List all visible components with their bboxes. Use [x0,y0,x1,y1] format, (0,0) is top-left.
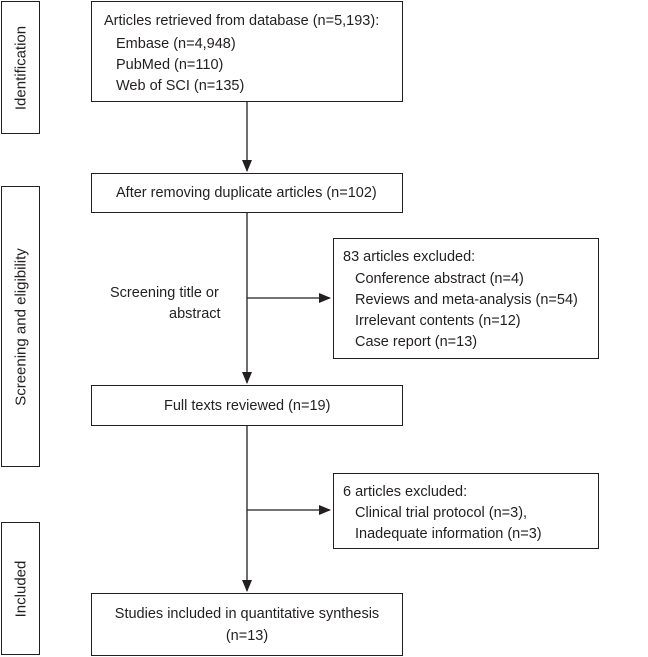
excluded-screening-title: 83 articles excluded: [343,249,476,265]
phase-included: Included [1,522,40,655]
excluded-screening-item: Case report (n=13) [355,334,478,350]
duplicates-text: After removing duplicate articles (n=102… [116,185,377,201]
included-line1: Studies included in quantitative synthes… [114,606,380,622]
phase-screening: Screening and eligibility [1,186,40,467]
screening-label-line2: abstract [169,306,221,322]
retrieved-item: Embase (n=4,948) [116,36,236,52]
excluded-screening-item: Conference abstract (n=4) [355,271,524,287]
box-retrieved: Articles retrieved from database (n=5,19… [91,1,403,102]
box-fulltext: Full texts reviewed (n=19) [91,385,403,426]
fulltext-text: Full texts reviewed (n=19) [164,398,331,414]
excluded-screening-item: Irrelevant contents (n=12) [355,313,521,329]
retrieved-item: Web of SCI (n=135) [116,78,245,94]
box-excluded-eligibility: 6 articles excluded: Clinical trial prot… [333,473,599,549]
screening-label-line1: Screening title or [110,285,219,301]
phase-identification: Identification [1,1,40,134]
retrieved-title: Articles retrieved from database (n=5,19… [104,13,380,29]
included-line2: (n=13) [225,628,269,644]
box-included: Studies included in quantitative synthes… [91,593,403,656]
excluded-screening-item: Reviews and meta-analysis (n=54) [355,292,578,308]
retrieved-item: PubMed (n=110) [116,57,224,73]
box-duplicates: After removing duplicate articles (n=102… [91,173,403,213]
excluded-eligibility-title: 6 articles excluded: [343,484,468,500]
box-excluded-screening: 83 articles excluded: Conference abstrac… [333,238,599,359]
excluded-eligibility-item: Clinical trial protocol (n=3), [355,505,528,521]
excluded-eligibility-item: Inadequate information (n=3) [355,526,542,542]
